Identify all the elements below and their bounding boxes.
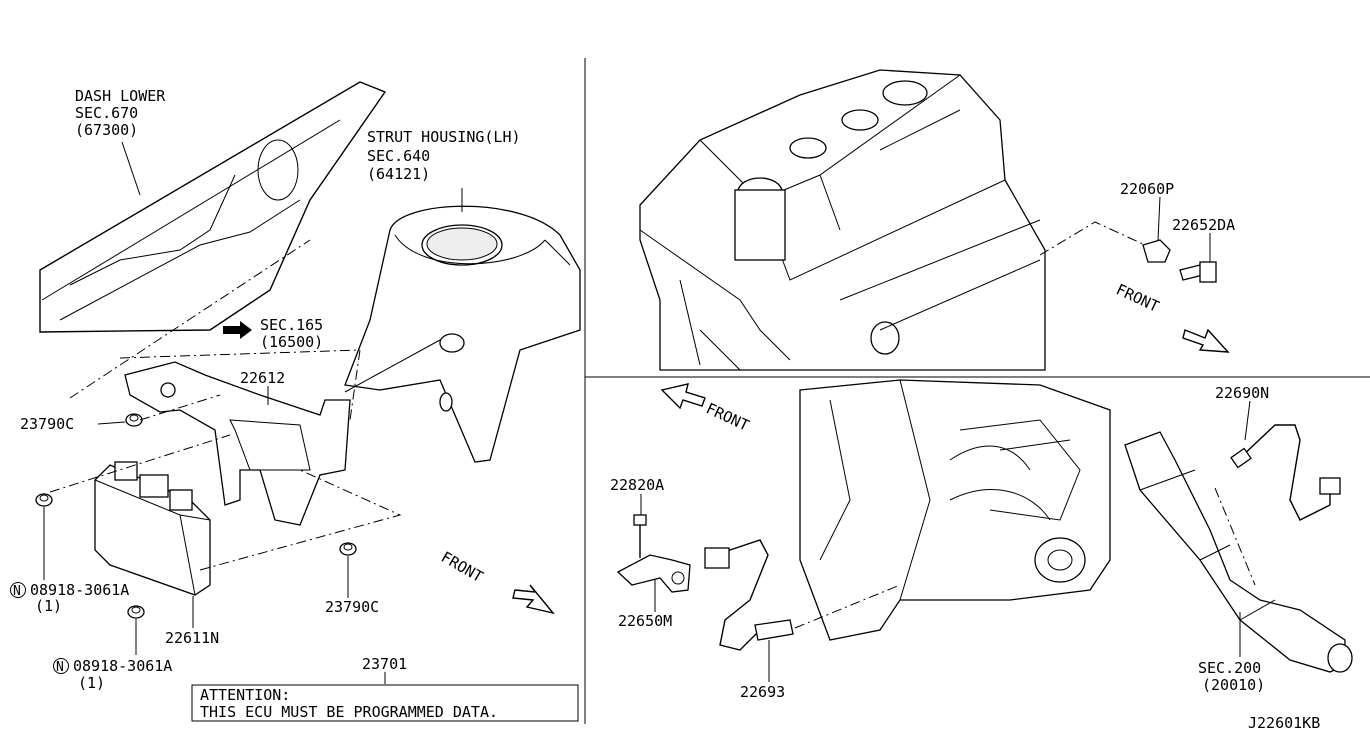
part-08918-b-label[interactable]: 08918-3061A <box>73 657 172 675</box>
dash-lower-code: (67300) <box>75 121 138 139</box>
engine-bottom[interactable] <box>799 379 1111 641</box>
part-22612-label[interactable]: 22612 <box>240 369 285 387</box>
dash-lower-title: DASH LOWER <box>75 87 166 105</box>
bolt-22652da[interactable] <box>1179 261 1217 283</box>
ecu-module[interactable] <box>94 461 211 596</box>
part-22650m-label[interactable]: 22650M <box>618 612 672 630</box>
nut-08918-a[interactable] <box>35 493 53 507</box>
ecu-bracket[interactable] <box>124 361 351 526</box>
part-22652da-label[interactable]: 22652DA <box>1172 216 1235 234</box>
part-23790c-upper-label[interactable]: 23790C <box>20 415 74 433</box>
sec165-arrow <box>223 321 252 339</box>
attention-box <box>191 684 579 722</box>
front-label-left: FRONT <box>438 548 486 586</box>
strut-housing-title: STRUT HOUSING(LH) <box>367 128 521 146</box>
sec165-label[interactable]: SEC.165 <box>260 316 323 334</box>
part-22690n-label[interactable]: 22690N <box>1215 384 1269 402</box>
front-label-top-right: FRONT <box>1113 280 1162 315</box>
o2-sensor-22690n[interactable] <box>1230 424 1341 521</box>
qty-b-label: (1) <box>78 674 105 692</box>
front-arrow-left <box>512 584 555 615</box>
catalytic-converter[interactable] <box>1124 431 1353 673</box>
part-23790c-lower-label[interactable]: 23790C <box>325 598 379 616</box>
bracket-22650m[interactable] <box>616 554 691 593</box>
part-22060p-label[interactable]: 22060P <box>1120 180 1174 198</box>
knock-sensor-22060p[interactable] <box>1142 239 1171 263</box>
sec165-code: (16500) <box>260 333 323 351</box>
qty-a-label: (1) <box>35 597 62 615</box>
diagram-code: J22601KB <box>1248 714 1320 732</box>
bolt-22820a[interactable] <box>633 514 647 558</box>
nut-08918-b[interactable] <box>127 605 145 619</box>
engine-top[interactable] <box>639 69 1046 371</box>
front-arrow-top-right <box>1182 328 1230 353</box>
attention-text: THIS ECU MUST BE PROGRAMMED DATA. <box>200 703 498 721</box>
sec200-label[interactable]: SEC.200 <box>1198 659 1261 677</box>
sec200-code: (20010) <box>1202 676 1265 694</box>
part-08918-a-label[interactable]: 08918-3061A <box>30 581 129 599</box>
front-label-bottom-right: FRONT <box>703 399 752 434</box>
strut-housing-code: (64121) <box>367 165 430 183</box>
leader-dash-lower <box>121 141 141 196</box>
n-nut-symbol-a <box>10 582 26 598</box>
n-symbol-b-letter: N <box>56 660 64 675</box>
strut-housing[interactable] <box>344 205 581 463</box>
strut-housing-sec[interactable]: SEC.640 <box>367 147 430 165</box>
dash-lower-sec[interactable]: SEC.670 <box>75 104 138 122</box>
nut-23790c-upper[interactable] <box>125 413 143 427</box>
part-22693-label[interactable]: 22693 <box>740 683 785 701</box>
part-22820a-label[interactable]: 22820A <box>610 476 664 494</box>
nut-23790c-lower[interactable] <box>339 542 357 556</box>
attention-heading: ATTENTION: <box>200 686 290 704</box>
part-22611n-label[interactable]: 22611N <box>165 629 219 647</box>
o2-sensor-22693[interactable] <box>704 539 794 651</box>
front-arrow-bottom-right <box>660 383 706 410</box>
dash-lower-panel[interactable] <box>39 81 387 333</box>
n-nut-symbol-b <box>53 658 69 674</box>
n-symbol-a-letter: N <box>13 584 21 599</box>
part-23701-label[interactable]: 23701 <box>362 655 407 673</box>
